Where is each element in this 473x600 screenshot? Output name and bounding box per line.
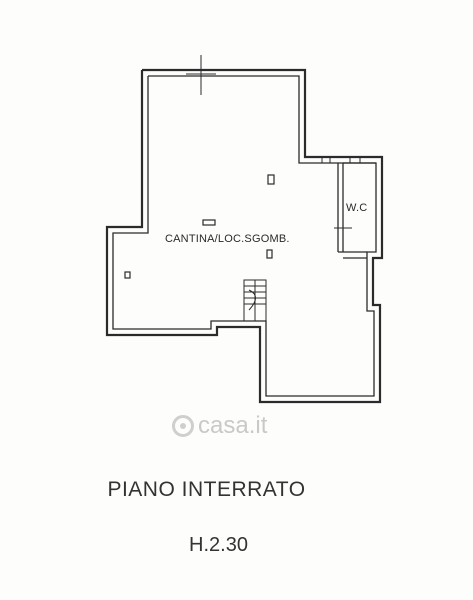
watermark-text: casa.it bbox=[198, 412, 268, 439]
room-label-wc: W.C bbox=[346, 202, 368, 214]
floor-title: PIANO INTERRATO bbox=[107, 478, 306, 501]
wc-fixture-mark bbox=[334, 220, 352, 236]
watermark: casa.it bbox=[172, 412, 267, 440]
cross-marker-top bbox=[186, 55, 216, 95]
room-label-cantina: CANTINA/LOC.SGOMB. bbox=[165, 233, 290, 245]
staircase bbox=[243, 279, 267, 322]
window-marks bbox=[321, 157, 361, 163]
wc-partition bbox=[337, 162, 376, 259]
pillar-marks bbox=[124, 174, 275, 279]
ceiling-height: H.2.30 bbox=[189, 534, 248, 556]
watermark-logo-icon bbox=[172, 415, 194, 437]
